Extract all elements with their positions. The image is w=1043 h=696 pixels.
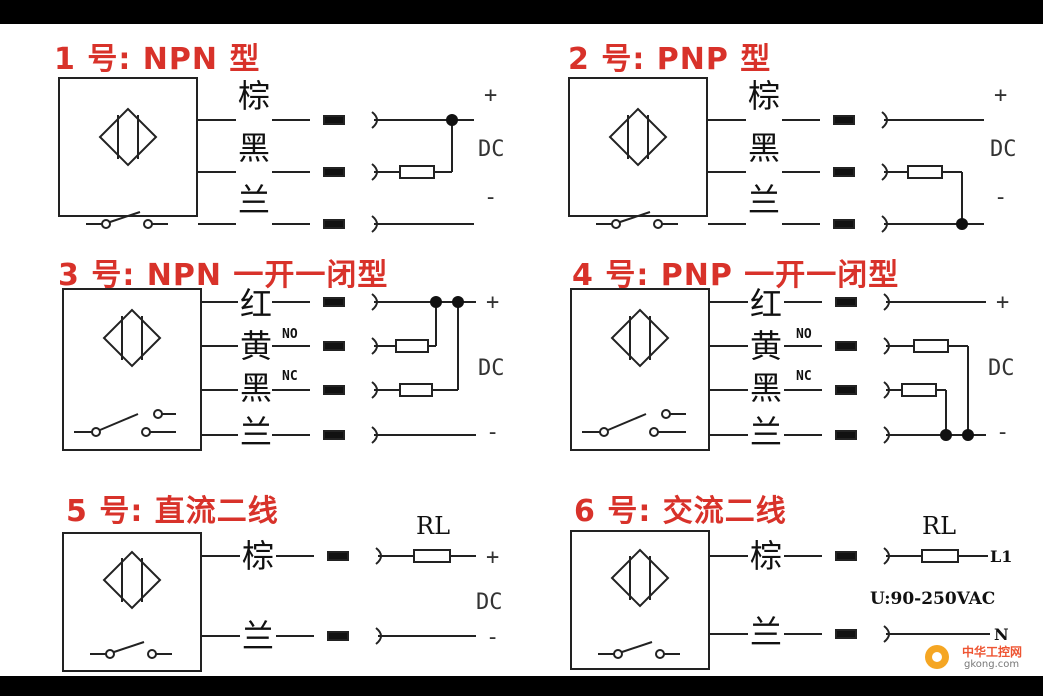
junction-dot (940, 429, 952, 441)
p6-n: N (994, 625, 1009, 644)
p5-dc: DC (476, 590, 503, 615)
p6-rl-label: RL (922, 512, 957, 540)
watermark-logo: 中华工控网 (962, 645, 1023, 659)
panel-6-title: 6 号: 交流二线 (574, 494, 787, 529)
p1-brown-label: 棕 (238, 77, 271, 115)
p4-black-label: 黑 (750, 369, 783, 407)
p4-minus: - (996, 420, 1010, 445)
junction-dot (962, 429, 974, 441)
p4-blue-label: 兰 (750, 413, 783, 451)
p2-brown-label: 棕 (748, 77, 781, 115)
p4-red-label: 红 (750, 285, 783, 323)
p2-minus: - (994, 185, 1008, 210)
p4-nc-label: NC (796, 369, 812, 384)
p5-minus: - (486, 625, 500, 650)
panel-4-title: 4 号: PNP 一开一闭型 (572, 258, 900, 293)
panel-2-title: 2 号: PNP 型 (568, 42, 772, 77)
p4-dc: DC (988, 356, 1015, 381)
sensor-box-3 (62, 288, 202, 451)
p3-no-label: NO (282, 327, 298, 342)
p2-black-label: 黑 (748, 129, 781, 167)
watermark-url: gkong.com (964, 659, 1020, 670)
junction-dot (446, 114, 458, 126)
p2-dc: DC (990, 137, 1017, 162)
p3-yellow-label: 黄 (240, 327, 273, 365)
panel-3-title: 3 号: NPN 一开一闭型 (58, 258, 389, 293)
panel-5-title: 5 号: 直流二线 (66, 494, 279, 529)
p3-red-label: 红 (240, 285, 273, 323)
junction-dot (452, 296, 464, 308)
sensor-box-2 (568, 77, 708, 217)
p2-plus: + (994, 83, 1008, 108)
p4-no-label: NO (796, 327, 812, 342)
junction-dot (430, 296, 442, 308)
p4-plus: + (996, 290, 1010, 315)
p6-l1: L1 (990, 547, 1013, 566)
p2-blue-label: 兰 (748, 181, 781, 219)
p1-blue-label: 兰 (238, 181, 271, 219)
p1-plus: + (484, 83, 498, 108)
junction-dot (956, 218, 968, 230)
p5-brown-label: 棕 (242, 537, 275, 575)
p3-plus: + (486, 290, 500, 315)
p1-dc: DC (478, 137, 505, 162)
panel-1-title: 1 号: NPN 型 (54, 42, 261, 77)
p6-blue-label: 兰 (750, 613, 783, 651)
sensor-box-4 (570, 288, 710, 451)
p3-dc: DC (478, 356, 505, 381)
p3-minus: - (486, 420, 500, 445)
watermark-gear-icon (925, 645, 949, 669)
p5-blue-label: 兰 (242, 617, 275, 655)
sensor-box-5 (62, 532, 202, 672)
p1-black-label: 黑 (238, 129, 271, 167)
p5-rl-label: RL (416, 512, 451, 540)
p6-brown-label: 棕 (750, 537, 783, 575)
p3-blue-label: 兰 (240, 413, 273, 451)
p3-nc-label: NC (282, 369, 298, 384)
p3-black-label: 黑 (240, 369, 273, 407)
p4-yellow-label: 黄 (750, 327, 783, 365)
p5-plus: + (486, 545, 500, 570)
p6-voltage: U:90-250VAC (870, 589, 996, 609)
p1-minus: - (484, 185, 498, 210)
wiring-sheet: 1 号: NPN 型 2 号: PNP 型 3 号: NPN 一开一闭型 4 号… (0, 24, 1043, 676)
